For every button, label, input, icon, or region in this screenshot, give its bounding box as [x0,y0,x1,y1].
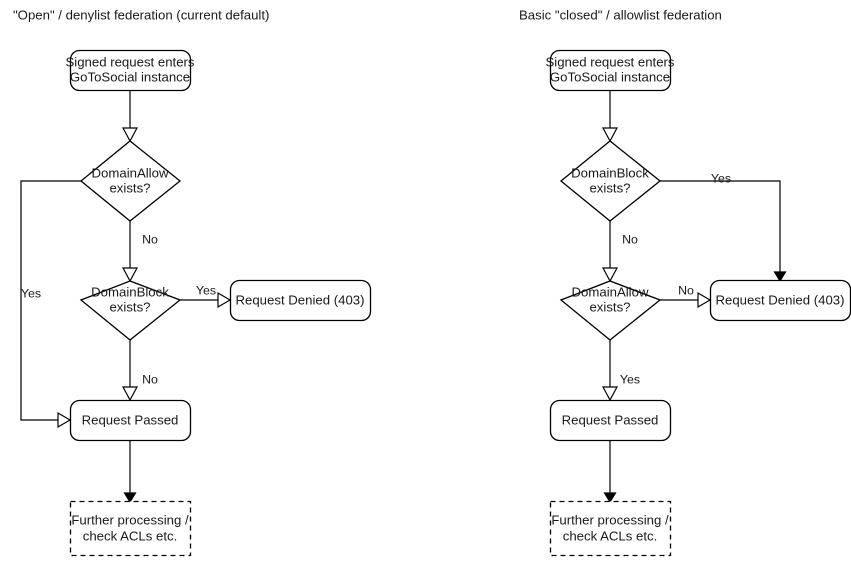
node-entry-right: Signed request enters GoToSocial instanc… [545,49,675,92]
edge-label-domainblock-yes-left: Yes [196,283,216,297]
edge-label-domainallow-no-left: No [142,232,158,246]
node-decision-domainblock-right: DomainBlock exists? [559,140,662,222]
edge-label-domainallow-yes-right: Yes [620,372,640,386]
edge-domainallow-yes-right: Yes [601,340,640,402]
node-request-passed-right: Request Passed [549,399,672,442]
domainblock-line2-right: exists? [589,180,630,195]
column-closed-allowlist: Basic "closed" / allowlist federation Si… [519,7,851,557]
column-title-right: Basic "closed" / allowlist federation [519,7,722,22]
column-open-denylist: "Open" / denylist federation (current de… [13,7,372,557]
request-denied-label-right: Request Denied (403) [715,292,844,307]
domainallow-line1-left: DomainAllow [92,165,169,180]
domainblock-line1-right: DomainBlock [571,165,649,180]
entry-box-line2-left: GoToSocial instance [70,69,190,84]
edge-label-domainblock-no-left: No [142,372,158,386]
further-processing-line1-left: Further processing / [71,512,189,527]
node-decision-domainallow-left: DomainAllow exists? [79,140,182,222]
request-denied-box-shape-left [229,279,372,322]
edge-domainblock-no-left: No [121,340,158,402]
domainallow-line2-left: exists? [109,180,150,195]
node-decision-domainallow-right: DomainAllow exists? [559,280,662,341]
edge-entry-to-domainallow-left [121,90,139,143]
request-passed-label-right: Request Passed [562,412,659,427]
edge-domainallow-no-right: No [660,283,712,309]
request-passed-label-left: Request Passed [82,412,179,427]
further-processing-line2-left: check ACLs etc. [83,528,178,543]
domainblock-line2-left: exists? [109,299,150,314]
edge-domainallow-no-left: No [121,221,158,283]
further-processing-line1-right: Further processing / [551,512,669,527]
request-denied-label-left: Request Denied (403) [235,292,364,307]
edge-label-domainallow-no-right: No [678,283,694,297]
domainallow-line1-right: DomainAllow [572,284,649,299]
edge-label-domainblock-no-right: No [622,232,638,246]
entry-box-line1-left: Signed request enters [65,54,194,69]
node-request-denied-left: Request Denied (403) [229,279,372,322]
node-entry-left: Signed request enters GoToSocial instanc… [65,49,195,92]
edge-domainallow-yes-left: Yes [20,180,81,429]
further-processing-line2-right: check ACLs etc. [563,528,658,543]
column-title-left: "Open" / denylist federation (current de… [13,7,269,22]
node-request-passed-left: Request Passed [69,399,192,442]
node-decision-domainblock-left: DomainBlock exists? [79,280,182,341]
edge-domainblock-yes-left: Yes [180,283,232,309]
domainblock-line1-left: DomainBlock [91,284,169,299]
node-request-denied-right: Request Denied (403) [709,279,851,322]
entry-box-line1-right: Signed request enters [545,54,674,69]
edge-label-domainallow-yes-left: Yes [21,286,41,300]
domainallow-line2-right: exists? [589,299,630,314]
node-further-processing-left: Further processing / check ACLs etc. [69,500,192,557]
further-processing-box-shape-left [69,500,192,557]
edge-entry-to-domainblock-right [601,90,619,143]
edge-label-domainblock-yes-right: Yes [711,171,731,185]
entry-box-line2-right: GoToSocial instance [550,69,670,84]
further-processing-box-shape-right [549,500,672,557]
edge-passed-to-further-right [603,440,617,504]
edge-domainblock-no-right: No [601,221,638,283]
edge-passed-to-further-left [123,440,137,504]
node-further-processing-right: Further processing / check ACLs etc. [549,500,672,557]
edge-domainblock-yes-right: Yes [660,171,787,283]
